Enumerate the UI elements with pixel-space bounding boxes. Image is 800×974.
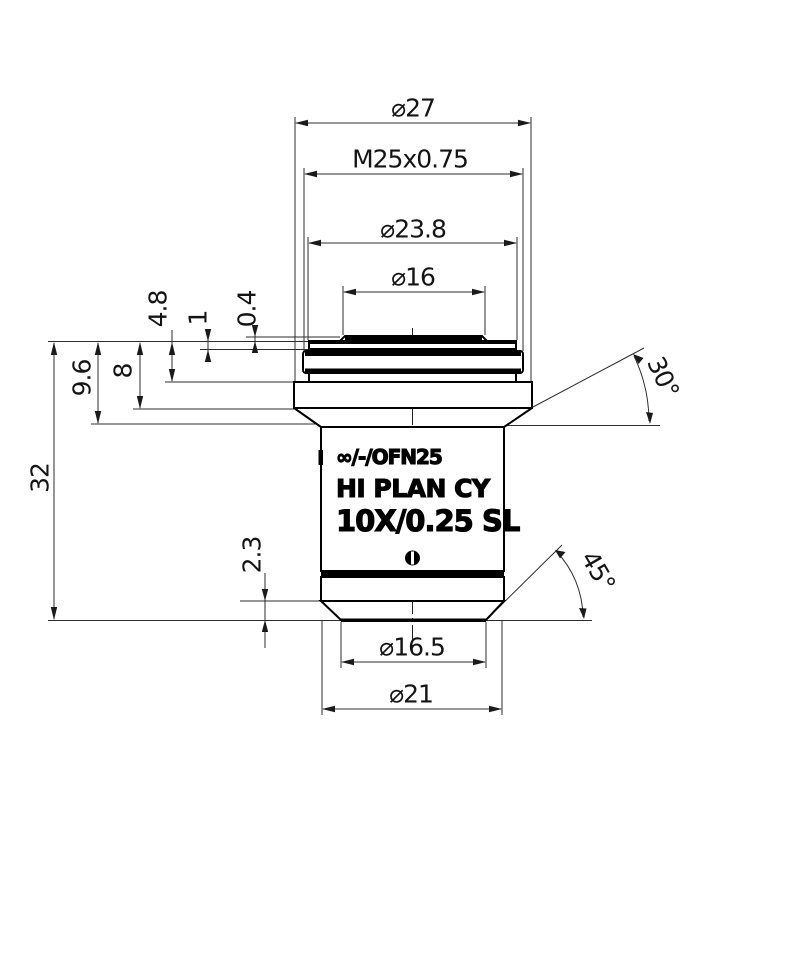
dim-overall-length: 32 (25, 463, 55, 493)
part-dark-edges (305, 336, 521, 622)
engraving-optical-spec: ∞/-/OFN25 (335, 445, 443, 469)
dim-front-aperture-diameter: ⌀16.5 (379, 632, 446, 662)
dim-head-depth: 8 (108, 363, 138, 379)
engraving-magnification: 10X/0.25 SL (335, 504, 520, 538)
extension-lines (48, 117, 660, 715)
index-dot (405, 550, 420, 566)
dimension-arrowheads (50, 119, 653, 713)
dim-shoulder-diameter: ⌀23.8 (380, 214, 447, 244)
dim-mount-thread: M25x0.75 (352, 144, 469, 174)
dim-head-to-body-depth: 9.6 (67, 359, 97, 397)
dim-head-height: 4.8 (143, 290, 173, 328)
dim-lens-step-height: 0.4 (232, 290, 262, 328)
dim-top-lens-diameter: ⌀16 (391, 262, 436, 292)
dim-thread-step-height: 1 (183, 310, 213, 326)
dim-flange-outer-diameter: ⌀27 (391, 93, 436, 123)
dim-nose-cone-height: 2.3 (237, 536, 267, 574)
dim-body-diameter: ⌀21 (389, 679, 434, 709)
engraving-series-name: HI PLAN CY (335, 474, 490, 503)
